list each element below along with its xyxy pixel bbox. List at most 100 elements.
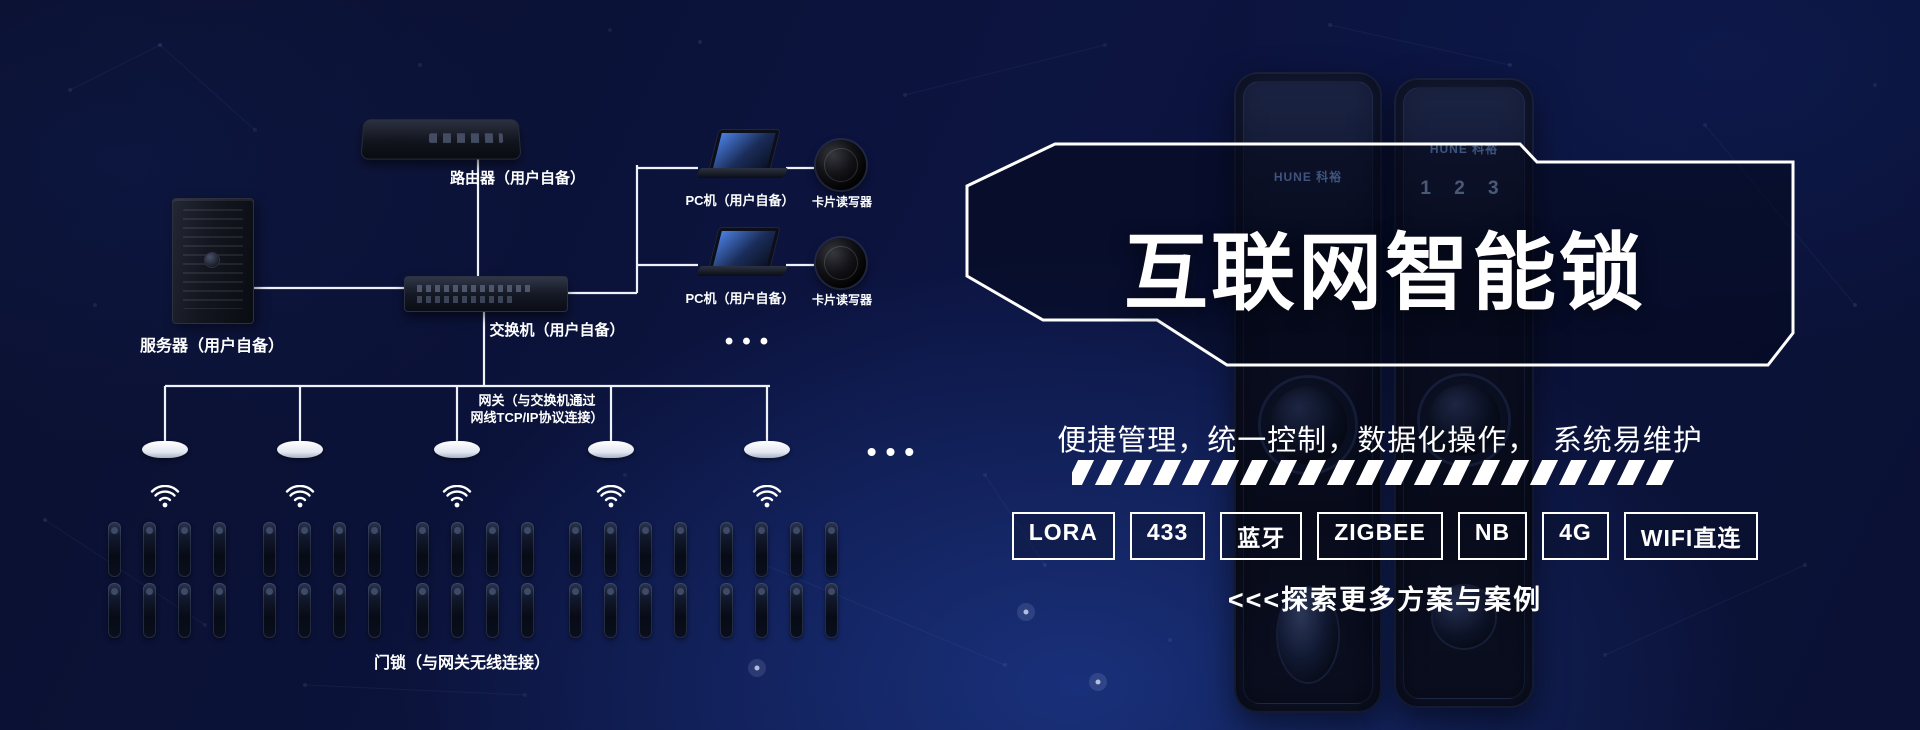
door-lock-icon xyxy=(368,522,381,577)
gateway-dome xyxy=(744,441,790,458)
card-reader-1 xyxy=(816,140,866,190)
door-lock-icon xyxy=(790,583,803,638)
pc-laptop-2 xyxy=(695,228,789,280)
stripe xyxy=(1355,460,1385,485)
reader2-label: 卡片读写器 xyxy=(811,293,872,307)
router-label: 路由器（用户自备） xyxy=(450,170,586,187)
more-pcs-ellipsis: ••• xyxy=(724,328,778,355)
lock-camera-ring xyxy=(1261,378,1355,472)
stripe-bar xyxy=(1072,460,1692,485)
stripe xyxy=(1181,460,1211,485)
server-label: 服务器（用户自备） xyxy=(139,338,284,355)
door-lock-icon xyxy=(521,522,534,577)
door-lock-icon xyxy=(213,522,226,577)
door-lock-icon xyxy=(569,522,582,577)
door-lock-icon xyxy=(639,522,652,577)
wifi-icon xyxy=(596,484,626,509)
stripe xyxy=(1442,460,1472,485)
pc1-label: PC机（用户自备） xyxy=(685,193,795,208)
stripe xyxy=(1413,460,1443,485)
laptop-base xyxy=(695,168,789,178)
door-lock-icon xyxy=(416,522,429,577)
gateway-unit xyxy=(277,441,323,513)
door-lock-icon xyxy=(213,583,226,638)
gateway-note-line1: 网关（与交换机通过 xyxy=(478,393,596,408)
protocol-tag: 4G xyxy=(1542,512,1609,560)
door-lock-icon xyxy=(569,583,582,638)
more-gateways-ellipsis: ••• xyxy=(866,436,924,467)
wifi-icon xyxy=(752,484,782,509)
door-lock-icon xyxy=(674,583,687,638)
gateway-unit xyxy=(744,441,790,513)
stripe xyxy=(1529,460,1559,485)
gateway-unit xyxy=(434,441,480,513)
door-lock-icon xyxy=(486,583,499,638)
gateway-dome xyxy=(434,441,480,458)
gateway-dome xyxy=(142,441,188,458)
stripe xyxy=(1500,460,1530,485)
pc2-label: PC机（用户自备） xyxy=(685,291,795,306)
laptop-base xyxy=(695,266,789,276)
door-lock-icon xyxy=(604,583,617,638)
gateway-unit xyxy=(142,441,188,513)
door-lock-icon xyxy=(451,583,464,638)
router-device xyxy=(360,119,522,160)
hero-frame xyxy=(965,142,1795,367)
stripe xyxy=(1616,460,1646,485)
door-lock-icon xyxy=(416,583,429,638)
stripe xyxy=(1587,460,1617,485)
stripe xyxy=(1094,460,1124,485)
protocol-tag: 蓝牙 xyxy=(1220,512,1303,560)
wifi-icon xyxy=(150,484,180,509)
door-lock-icon xyxy=(368,583,381,638)
door-lock-icon xyxy=(143,583,156,638)
door-lock-icon xyxy=(521,583,534,638)
lock-handle xyxy=(1278,588,1338,682)
door-lock-icon xyxy=(333,522,346,577)
door-lock-icon xyxy=(263,583,276,638)
door-lock-icon xyxy=(298,522,311,577)
door-lock-icon xyxy=(825,583,838,638)
door-lock-icon xyxy=(604,522,617,577)
switch-device xyxy=(404,276,568,312)
card-reader-2 xyxy=(816,238,866,288)
gateway-unit xyxy=(588,441,634,513)
door-lock-icon xyxy=(790,522,803,577)
door-lock-icon xyxy=(755,583,768,638)
cta-link[interactable]: <<<探索更多方案与案例 xyxy=(1227,585,1543,615)
door-lock-icon xyxy=(108,522,121,577)
stripe xyxy=(1072,460,1095,485)
protocol-tag: LORA xyxy=(1011,512,1115,560)
stripe xyxy=(1471,460,1501,485)
lock-camera-ring xyxy=(1420,376,1508,464)
door-lock-icon xyxy=(639,583,652,638)
wifi-icon xyxy=(442,484,472,509)
door-lock-icon xyxy=(178,583,191,638)
stripe xyxy=(1239,460,1269,485)
hero-subtitle: 便捷管理，统一控制，数据化操作， 系统易维护 xyxy=(1057,425,1703,457)
door-lock-icon xyxy=(333,583,346,638)
stripe xyxy=(1297,460,1327,485)
stripe xyxy=(1558,460,1588,485)
door-locks-label: 门锁（与网关无线连接） xyxy=(373,655,550,672)
pc-laptop-1 xyxy=(695,130,789,182)
door-lock-icon xyxy=(298,583,311,638)
door-lock-icon xyxy=(486,522,499,577)
gateway-note-line2: 网线TCP/IP协议连接） xyxy=(470,410,604,425)
stripe xyxy=(1384,460,1414,485)
door-lock-icon xyxy=(755,522,768,577)
gateway-dome xyxy=(588,441,634,458)
protocol-tag: WIFI直连 xyxy=(1623,512,1759,560)
gateway-note: 网关（与交换机通过 网线TCP/IP协议连接） xyxy=(437,392,637,426)
protocol-tag: 433 xyxy=(1129,512,1206,560)
hero-title: 互联网智能锁 xyxy=(1123,226,1646,320)
stripe xyxy=(1326,460,1356,485)
wifi-icon xyxy=(285,484,315,509)
door-lock-icon xyxy=(720,522,733,577)
door-lock-icon xyxy=(263,522,276,577)
stripe xyxy=(1152,460,1182,485)
stripe xyxy=(1645,460,1675,485)
